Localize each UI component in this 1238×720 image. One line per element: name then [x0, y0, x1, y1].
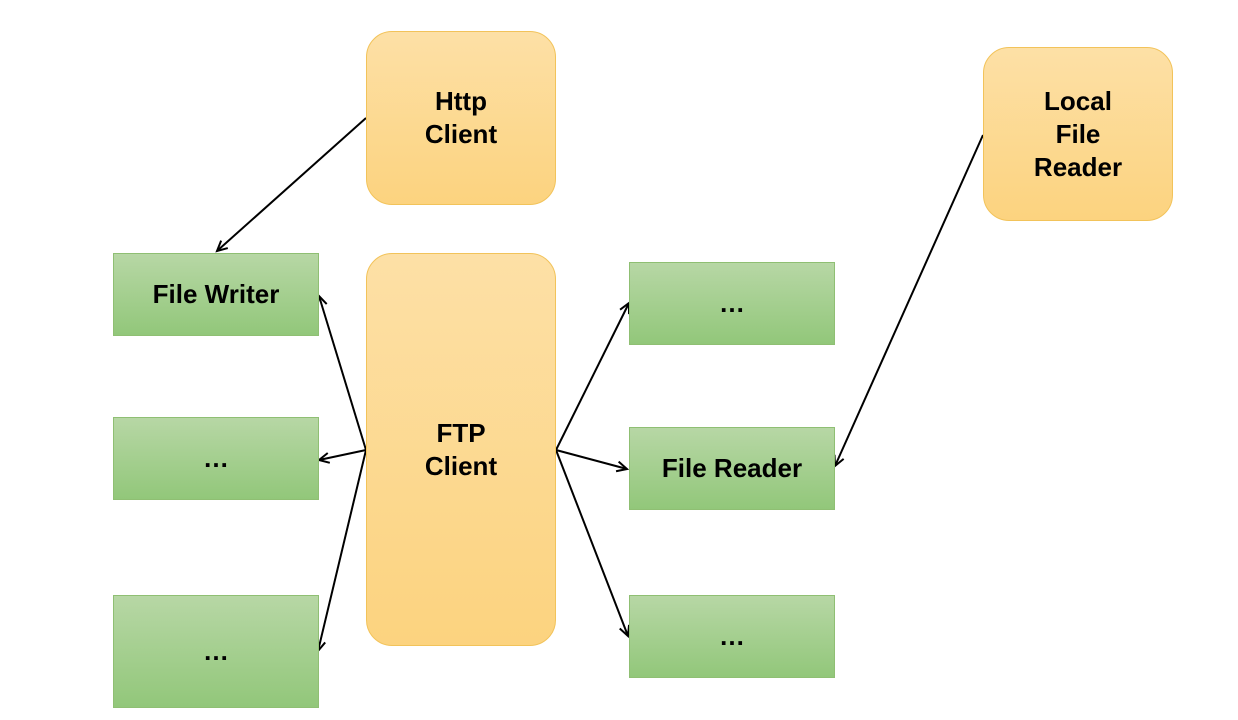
arrow-ftp-to-right-box-3 — [555, 449, 631, 639]
file-reader-node: File Reader — [629, 427, 835, 510]
file-writer-label: File Writer — [152, 279, 280, 309]
left-ellipsis-node-1: … — [113, 417, 319, 500]
right-ellipsis-node-1: … — [629, 262, 835, 345]
http-client-node: Http Client — [366, 31, 556, 205]
arrow-local-reader-to-file-reader — [833, 134, 984, 469]
arrow-ftp-to-left-box-3 — [314, 449, 367, 654]
ftp-client-label: FTP Client — [424, 417, 498, 481]
right-ellipsis-label-1: … — [719, 288, 745, 318]
arrow-http-to-file-writer — [215, 117, 367, 253]
file-writer-node: File Writer — [113, 253, 319, 336]
left-ellipsis-label-1: … — [203, 443, 229, 473]
arrow-ftp-to-right-box-1 — [555, 300, 631, 451]
arrow-ftp-to-file-writer — [316, 293, 367, 451]
arrow-ftp-to-left-box-2 — [316, 449, 367, 464]
right-ellipsis-label-2: … — [719, 621, 745, 651]
http-client-label: Http Client — [424, 86, 498, 149]
arrow-ftp-to-file-reader — [555, 449, 630, 473]
local-file-reader-label: Local File Reader — [1033, 85, 1123, 182]
left-ellipsis-label-2: … — [203, 636, 229, 666]
file-reader-label: File Reader — [661, 453, 803, 483]
ftp-client-node: FTP Client — [366, 253, 556, 646]
local-file-reader-node: Local File Reader — [983, 47, 1173, 221]
left-ellipsis-node-2: … — [113, 595, 319, 708]
right-ellipsis-node-2: … — [629, 595, 835, 678]
